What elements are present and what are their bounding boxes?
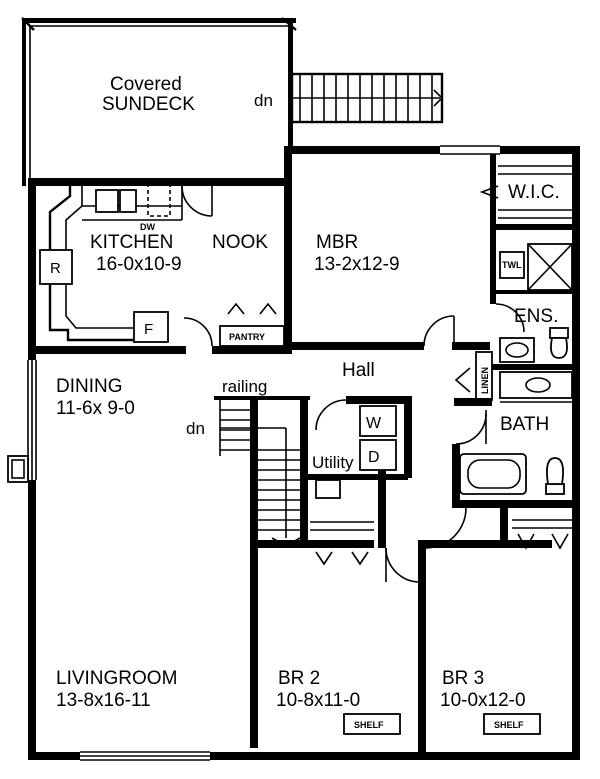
dryer-label: D [368,449,380,466]
washer-label: W [366,415,382,432]
deck-stairs-down-label: dn [254,91,273,110]
br2-shelf-label: SHELF [354,720,384,730]
sundeck-label-line2: SUNDECK [102,94,195,115]
living-name: LIVINGROOM [56,668,177,689]
bedroom-3: BR 3 10-0x12-0 SHELF [440,668,541,735]
mbr-name: MBR [316,232,358,253]
br2-size: 10-8x11-0 [276,690,360,711]
bedroom-2: BR 2 10-8x11-0 SHELF [276,668,401,735]
linen-closet: LINEN [454,351,493,406]
bath-name: BATH [500,414,549,435]
utility-room: W D Utility [308,396,412,499]
kitchen-name: KITCHEN [90,232,173,253]
dining-living: DINING 11-6x 9-0 LIVINGROOM 13-8x16-11 [56,376,177,711]
railing-label: railing [222,377,267,396]
br3-size: 10-0x12-0 [440,690,526,711]
kitchen: DW R F KITCHEN 16-0x10-9 NOOK [39,183,268,343]
kitchen-size: 16-0x10-9 [96,254,182,275]
bathroom: BATH [452,371,573,508]
master-bedroom: MBR 13-2x12-9 [292,232,490,350]
dining-size: 11-6x 9-0 [56,398,135,419]
living-size: 13-8x16-11 [56,690,151,711]
br3-shelf-label: SHELF [494,720,524,730]
linen-label: LINEN [480,367,490,394]
range-label: F [144,321,153,338]
hall-name: Hall [342,360,375,381]
ensuite-name: ENS. [514,306,558,327]
main-stairs: railing dn [186,377,310,748]
br2-name: BR 2 [278,668,320,689]
nook-name: NOOK [212,232,268,253]
wic-name: W.I.C. [508,182,560,203]
ensuite: TWL ENS. [490,243,573,370]
kitchen-dining-partition: PANTRY [36,302,292,354]
dining-name: DINING [56,376,123,397]
pantry-label: PANTRY [229,332,265,342]
stairs-down-label: dn [186,419,205,438]
exterior-walls [7,145,580,761]
walk-in-closet: W.I.C. [479,154,572,304]
br3-name: BR 3 [442,668,484,689]
utility-name: Utility [312,453,354,472]
deck-stairs: dn [254,72,444,124]
dishwasher-label: DW [140,222,155,232]
sundeck-label-line1: Covered [110,74,182,95]
bedroom-walls [258,470,572,752]
sundeck: Covered SUNDECK [21,17,297,186]
fridge-label: R [50,260,61,277]
mbr-size: 13-2x12-9 [314,254,400,275]
towel-label: TWL [502,260,522,270]
